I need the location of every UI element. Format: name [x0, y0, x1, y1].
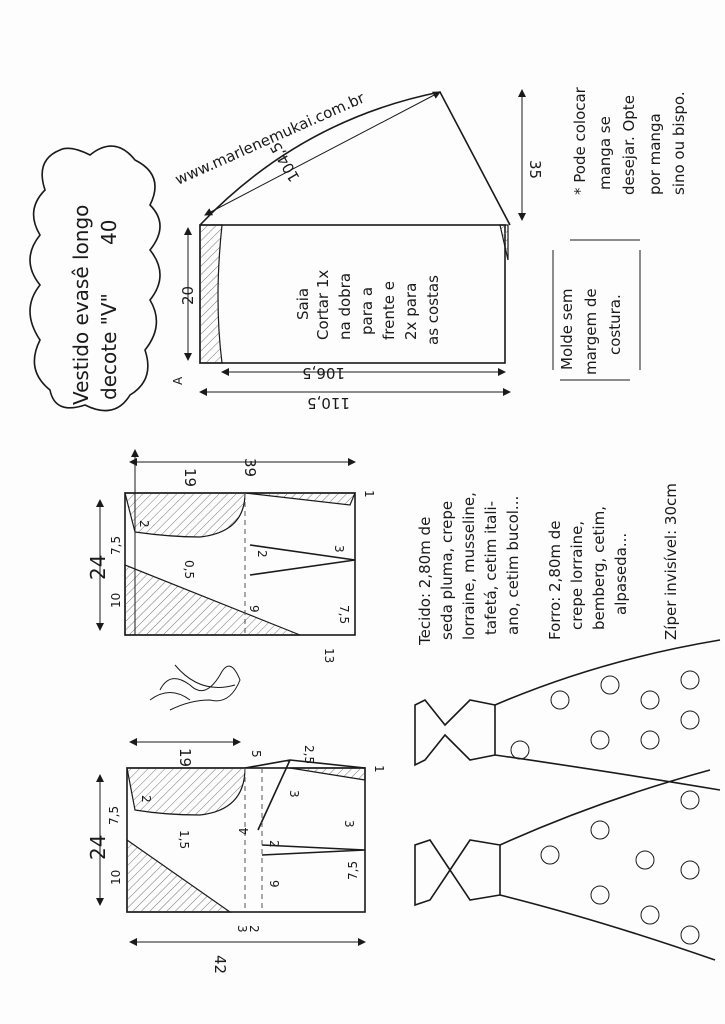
back-m: 2: [255, 550, 269, 558]
back-m: 9: [247, 605, 261, 613]
back-bodice-pattern: 24 19 39 2 7,5 0,5 10 9 2 3 7,5 13 1: [86, 449, 376, 663]
skirt-label: Cortar 1x: [314, 270, 332, 340]
material-line: bemberg, cetim,: [590, 506, 608, 630]
back-m: 3: [332, 545, 346, 553]
material-line: alpaseda...: [612, 533, 630, 615]
materials-list: Tecido: 2,80m de seda pluma, crepe lorra…: [416, 483, 680, 646]
note-line: * Pode colocar: [571, 86, 589, 195]
note-line: sino ou bispo.: [670, 91, 688, 195]
note-line: desejar. Opte: [620, 95, 638, 195]
front-length: 42: [211, 955, 229, 974]
back-m: 10: [109, 593, 123, 608]
note-line: costura.: [606, 294, 624, 355]
skirt-outer-width: 110,5: [307, 394, 350, 412]
signature: [149, 664, 241, 711]
skirt-label: frente e: [380, 281, 398, 340]
back-m: 1: [362, 490, 376, 498]
front-m: 1: [372, 765, 386, 773]
skirt-label: para a: [358, 287, 376, 335]
skirt-inner-width: 106,5: [302, 364, 345, 382]
title-line2: decote "V": [97, 293, 121, 400]
skirt-label: na dobra: [336, 273, 354, 340]
skirt-label: as costas: [424, 275, 442, 345]
front-m: 3: [235, 925, 249, 933]
back-m: 7,5: [109, 536, 123, 555]
front-m: 7,5: [107, 806, 121, 825]
title-size: 40: [97, 220, 121, 245]
back-length: 39: [241, 458, 259, 477]
skirt-pattern: 104,5 35 20 106,5 110,5 A Saia Cortar 1x…: [171, 89, 544, 412]
material-line: Zíper invisível: 30cm: [662, 483, 680, 640]
dress-illustration-front: [414, 769, 716, 961]
front-height: 24: [86, 835, 110, 860]
note-line: manga se: [596, 116, 614, 190]
front-m: 4: [237, 827, 251, 835]
front-m: 3: [342, 820, 356, 828]
material-line: ano, cetim bucol...: [504, 496, 522, 635]
back-m: 0,5: [182, 560, 196, 579]
note-line: margem de: [582, 288, 600, 375]
material-line: Tecido: 2,80m de: [416, 517, 434, 646]
front-m: 7,5: [346, 861, 360, 880]
material-line: tafetá, cetim itali-: [482, 501, 500, 635]
back-m: 13: [322, 648, 336, 663]
front-neck: 19: [176, 748, 194, 767]
skirt-label: 2x para: [402, 283, 420, 340]
front-m: 9: [267, 880, 281, 888]
material-line: seda pluma, crepe: [438, 501, 456, 640]
skirt-left-measure: 20: [179, 286, 197, 305]
front-m: 2,5: [302, 745, 316, 764]
material-line: crepe lorraine,: [568, 521, 586, 630]
back-m: 7,5: [337, 605, 351, 624]
back-m: 2: [137, 520, 151, 528]
front-m: 10: [109, 870, 123, 885]
back-neck: 19: [181, 468, 199, 487]
front-m: 2: [139, 795, 153, 803]
skirt-point-a: A: [171, 376, 185, 385]
seam-allowance-note: Molde sem margem de costura.: [552, 239, 641, 381]
skirt-label: Saia: [294, 288, 312, 320]
sleeve-note: * Pode colocar manga se desejar. Opte po…: [571, 86, 688, 195]
front-m: 2: [247, 925, 261, 933]
title-cloud: Vestido evasê longo decote "V" 40: [29, 145, 161, 412]
note-line: Molde sem: [558, 289, 576, 370]
material-line: lorraine, musseline,: [460, 492, 478, 640]
website-url: www.marlenemukai.com.br: [172, 88, 368, 188]
front-m: 2: [267, 840, 281, 848]
dress-illustration-back: [414, 639, 721, 791]
front-m: 1,5: [177, 830, 191, 849]
front-m: 5: [249, 750, 263, 758]
title-line1: Vestido evasê longo: [69, 205, 93, 405]
material-line: Forro: 2,80m de: [546, 520, 564, 640]
front-bodice-pattern: 24 19 42 2 7,5 1,5 10 9 4 2 3 7,5 3 2 5 …: [86, 738, 386, 974]
skirt-right-measure: 35: [526, 160, 544, 179]
note-line: por manga: [646, 113, 664, 195]
front-m: 3: [287, 790, 301, 798]
back-height: 24: [86, 555, 110, 580]
